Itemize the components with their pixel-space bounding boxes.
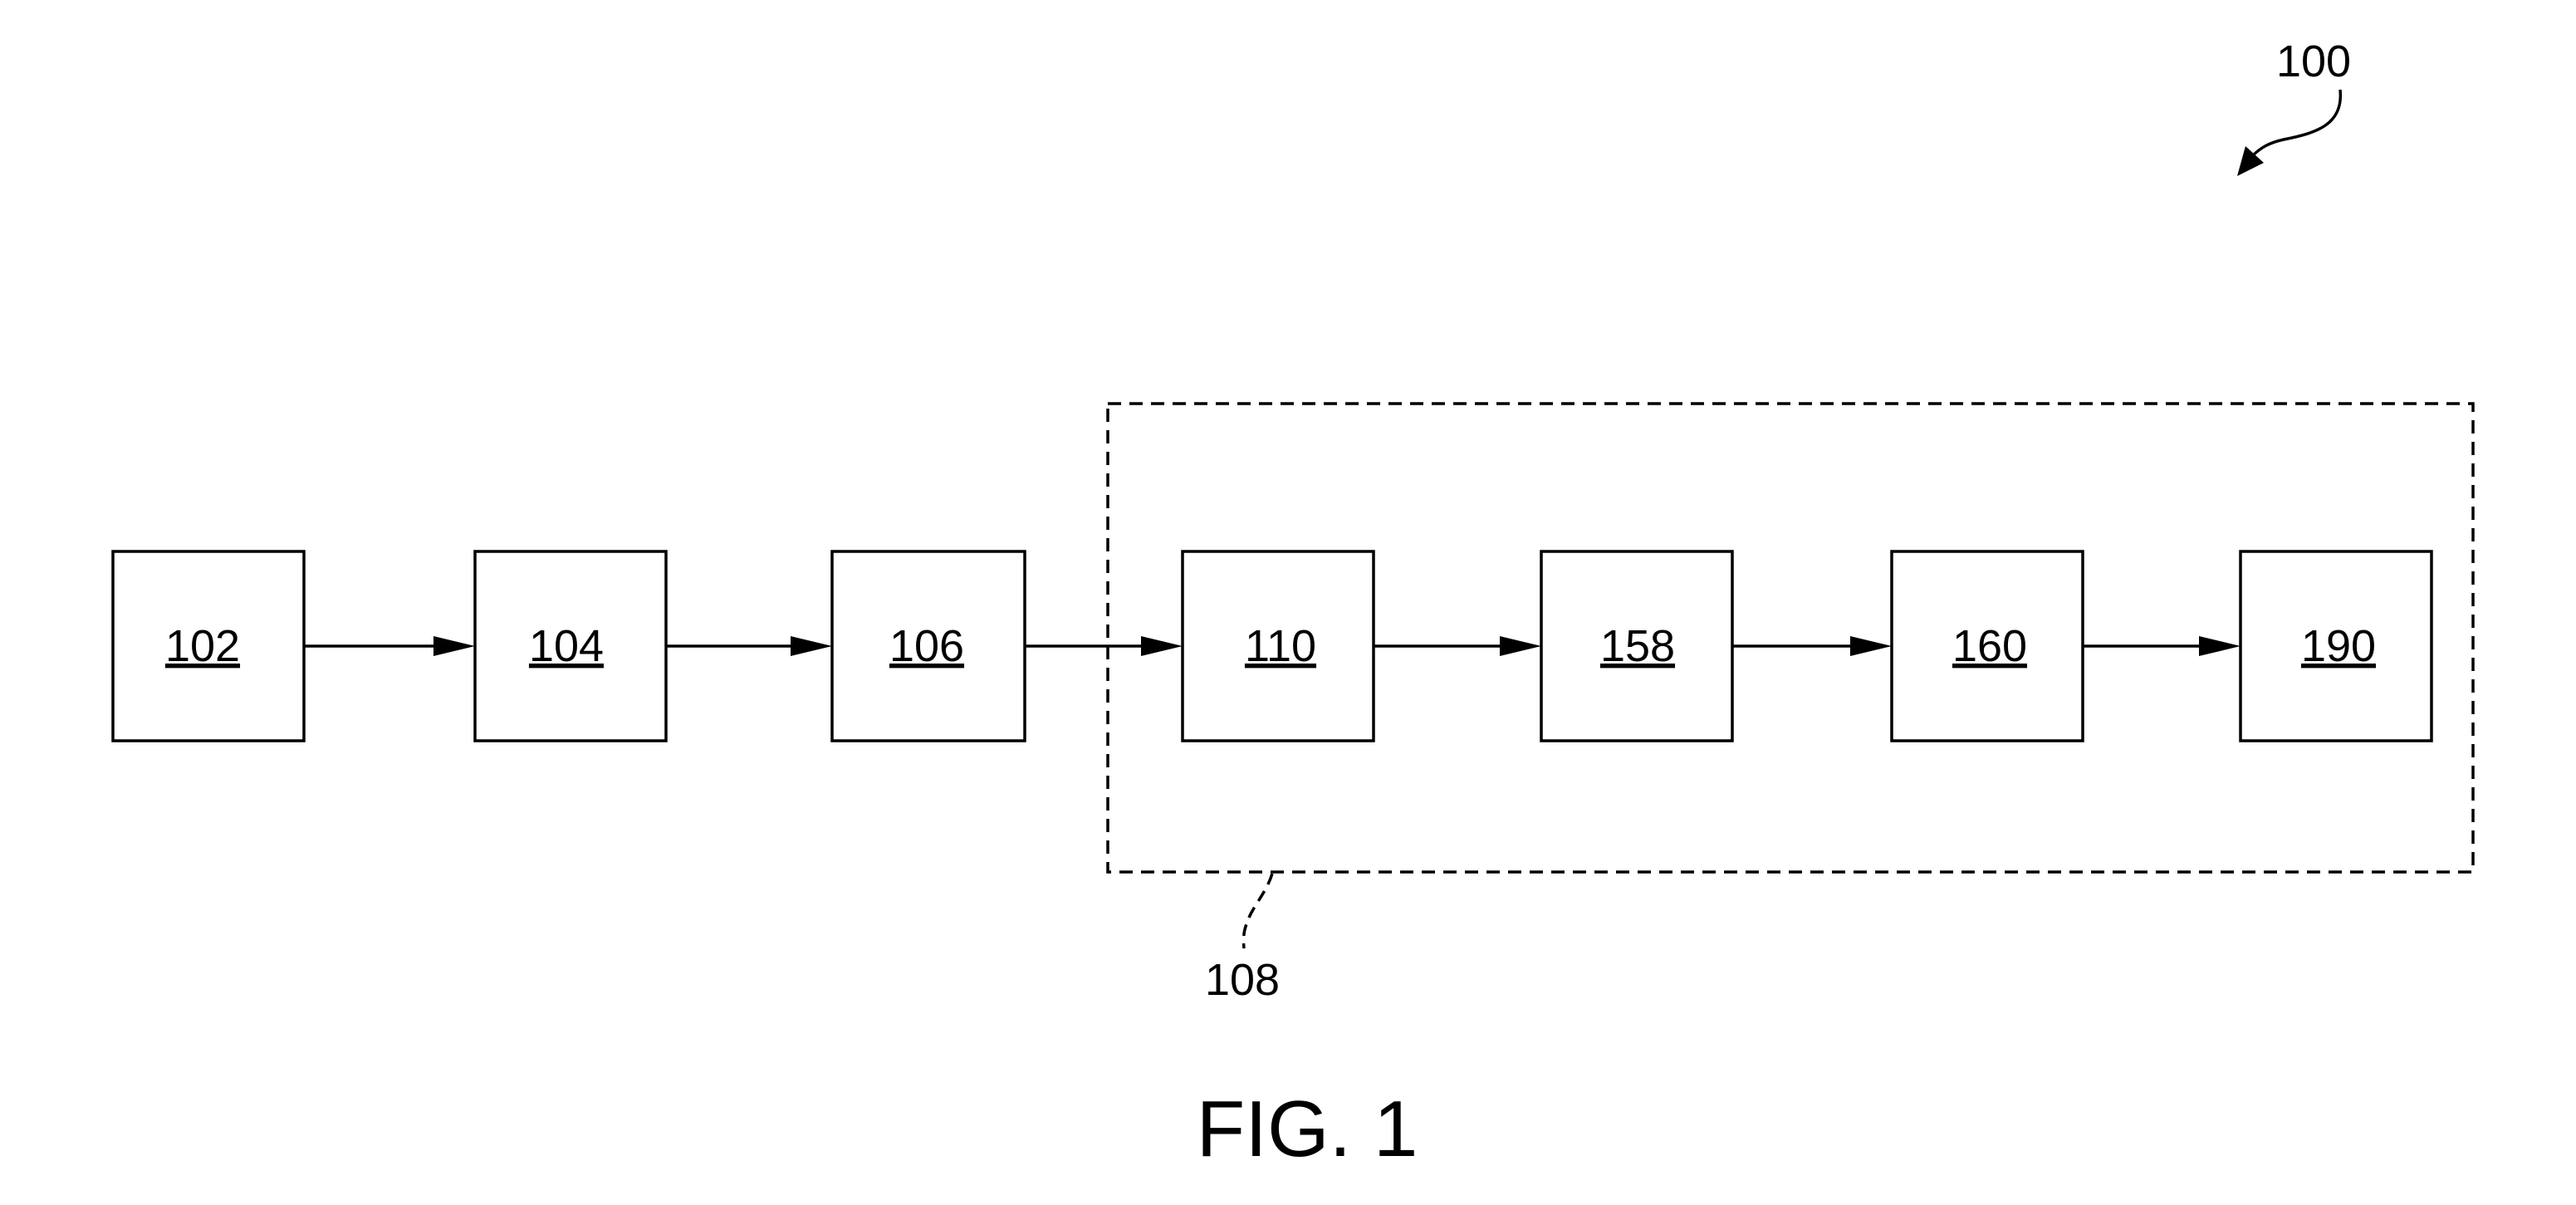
block-110-box	[1181, 550, 1375, 742]
group-leader	[1241, 873, 1274, 949]
block-160: 160	[1890, 550, 2084, 742]
figure-reference-label: 100	[2276, 37, 2351, 86]
arrow-106-110-head	[1141, 636, 1183, 656]
block-158: 158	[1540, 550, 1734, 742]
group-label: 108	[1205, 955, 1280, 1005]
block-190-box	[2239, 550, 2433, 742]
block-102-label: 102	[165, 621, 240, 671]
block-102-box	[111, 550, 306, 742]
arrow-110-158-head	[1500, 636, 1541, 656]
block-190: 190	[2239, 550, 2433, 742]
block-110: 110	[1181, 550, 1375, 742]
arrow-102-104-head	[433, 636, 475, 656]
block-102: 102	[111, 550, 306, 742]
block-104: 104	[473, 550, 668, 742]
arrow-104-106-head	[791, 636, 832, 656]
arrow-160-190-head	[2199, 636, 2241, 656]
figure-reference-leader	[2250, 89, 2342, 158]
connections	[304, 636, 2241, 656]
block-104-box	[473, 550, 668, 742]
arrow-158-160-head	[1850, 636, 1892, 656]
group-boundary	[1106, 402, 2475, 874]
block-106: 106	[830, 550, 1026, 742]
block-106-box	[830, 550, 1026, 742]
block-110-label: 110	[1245, 621, 1316, 671]
block-158-label: 158	[1600, 621, 1675, 671]
block-190-label: 190	[2301, 621, 2376, 671]
figure-caption: FIG. 1	[1197, 1085, 1418, 1173]
figure-reference-arrowhead	[2237, 146, 2264, 176]
block-104-label: 104	[529, 621, 604, 671]
block-106-label: 106	[889, 621, 964, 671]
block-160-label: 160	[1952, 621, 2027, 671]
block-160-box	[1890, 550, 2084, 742]
block-158-box	[1540, 550, 1734, 742]
